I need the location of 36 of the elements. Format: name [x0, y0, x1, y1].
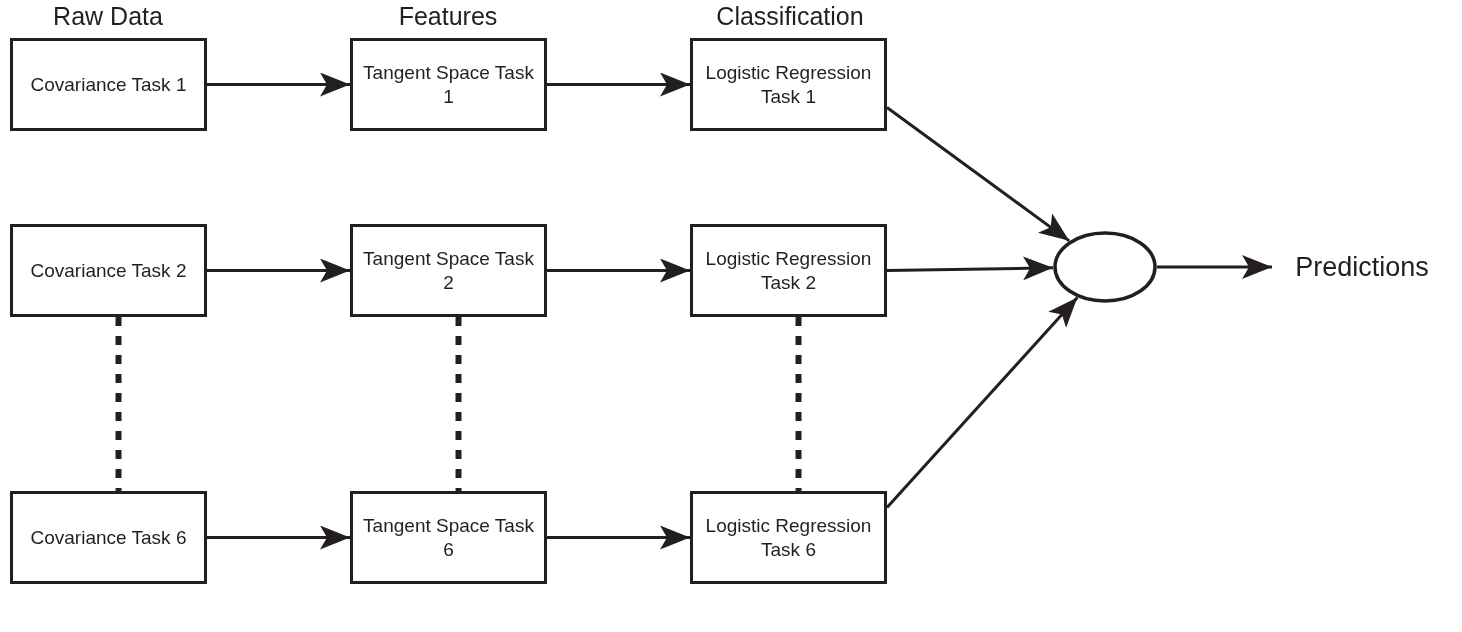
arrow	[886, 256, 1054, 281]
process-box	[10, 224, 207, 317]
column-header: Raw Data	[53, 2, 163, 31]
box-label: Covariance Task 1	[29, 72, 188, 97]
arrow	[547, 525, 690, 550]
arrow	[1157, 255, 1272, 279]
box-label: Tangent Space Task 2	[362, 246, 535, 295]
process-box	[690, 491, 887, 584]
process-box	[10, 491, 207, 584]
process-box	[350, 38, 547, 131]
arrow	[207, 258, 350, 283]
column-header: Features	[398, 2, 498, 31]
process-box	[10, 38, 207, 131]
box-label: Tangent Space Task 1	[362, 60, 535, 109]
dotted-connector	[115, 317, 122, 491]
arrow	[886, 106, 1071, 243]
arrow	[207, 72, 350, 97]
process-box	[690, 38, 887, 131]
arrow	[207, 525, 350, 550]
box-label: Covariance Task 2	[29, 258, 188, 283]
box-label: Logistic Regression Task 2	[704, 246, 873, 295]
process-box	[350, 491, 547, 584]
output-label: Predictions	[1294, 255, 1430, 279]
column-header: Classification	[716, 2, 864, 31]
dotted-connector	[795, 317, 802, 491]
arrow	[547, 72, 690, 97]
box-label: Logistic Regression Task 6	[704, 513, 873, 562]
arrow	[885, 296, 1079, 509]
process-box	[690, 224, 887, 317]
box-label: Covariance Task 6	[29, 525, 188, 550]
box-label: Logistic Regression Task 1	[704, 60, 873, 109]
arrow	[547, 258, 690, 283]
box-label: Tangent Space Task 6	[362, 513, 535, 562]
dotted-connector	[455, 317, 462, 491]
process-box	[350, 224, 547, 317]
combiner-ellipse	[1053, 231, 1157, 303]
